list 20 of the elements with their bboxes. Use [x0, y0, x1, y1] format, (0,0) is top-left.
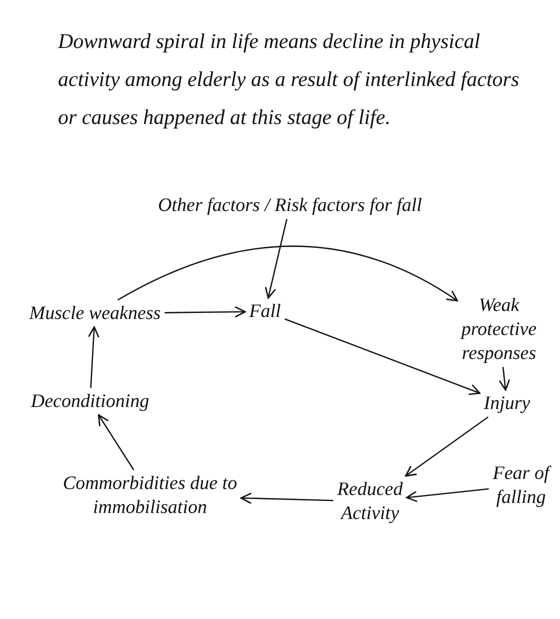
arrow [117, 246, 458, 302]
node-label: Weak protective responses [459, 294, 538, 366]
arrow [240, 492, 334, 504]
arrow [498, 366, 510, 391]
arrow [88, 326, 100, 388]
arrow [164, 306, 246, 318]
node-label: Commorbidities due to immobilisation [62, 472, 238, 520]
title-text: Downward spiral in life means decline in physical activity among elderly as a result of interlinked factors or causes happened at this stage of life. [58, 28, 520, 131]
arrow [264, 218, 288, 299]
node-label: Injury [482, 392, 532, 416]
node-label: Muscle weakness [28, 302, 162, 326]
node-label: Fear of falling [492, 462, 552, 510]
node-label: Deconditioning [30, 390, 150, 414]
node-label: Fall [248, 300, 282, 324]
node-label: Other factors / Risk factors for fall [157, 194, 423, 218]
arrow [404, 416, 488, 477]
arrow [98, 414, 134, 470]
node-label: Reduced Activity [336, 478, 404, 526]
arrow [406, 488, 489, 502]
arrow [284, 318, 480, 395]
